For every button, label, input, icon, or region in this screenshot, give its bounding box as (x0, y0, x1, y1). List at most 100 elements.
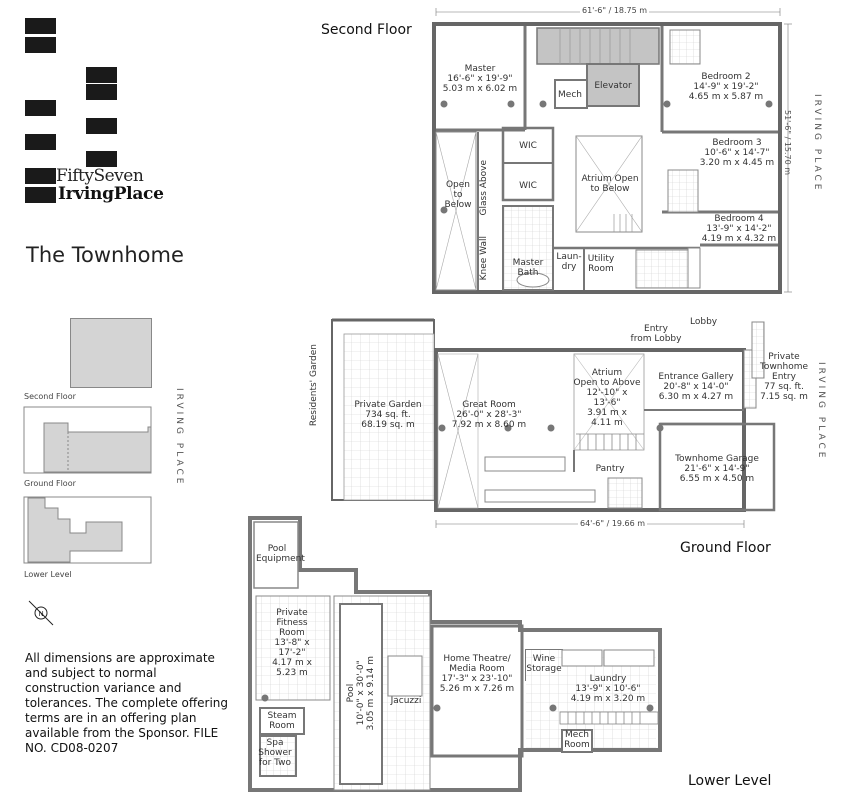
room-great-room: Great Room 26'-0" x 28'-3" 7.92 m x 8.60… (444, 400, 534, 430)
room-line: Townhome (759, 362, 809, 372)
room-size-metric: 7.92 m x 8.60 m (451, 420, 527, 430)
room-line: Below (444, 200, 472, 210)
room-garage: Townhome Garage 21'-6" x 14'-9" 6.55 m x… (662, 454, 772, 484)
room-line: 4.17 m x (272, 658, 312, 668)
logo-block (25, 187, 56, 203)
room-line: 12'-10" x (586, 388, 628, 398)
room-size: 13'-9" x 10'-6" (575, 684, 641, 694)
disclaimer-text: All dimensions are approximate and subje… (25, 651, 228, 755)
label-residents-garden: Residents' Garden (309, 344, 319, 427)
room-line: Spa (266, 738, 284, 748)
second-floor-depth-dim: 51'-6" / 15.70 m (783, 110, 792, 176)
ground-floor-width-dim: 64'-6" / 19.66 m (578, 519, 648, 528)
room-size-metric: 6.55 m x 4.50 m (679, 474, 755, 484)
logo-block (86, 84, 117, 100)
room-line: 13'-8" x (274, 638, 310, 648)
room-line: 17'-2" (278, 648, 306, 658)
keyplan-second-floor (70, 318, 152, 388)
room-line: 13'-6" (593, 398, 621, 408)
room-size: 10'-0" x 30'-0" (356, 660, 366, 726)
room-laundry-2f: Laun- dry (554, 252, 584, 272)
room-size-metric: 4.19 m x 3.20 m (570, 694, 646, 704)
logo-line1: FiftySeven (56, 166, 144, 186)
room-pool-equipment: Pool Equipment (256, 544, 305, 564)
second-floor-street: IRVING PLACE (812, 94, 822, 193)
room-line: 5.26 m x 7.26 m (439, 684, 515, 694)
room-fitness: Private Fitness Room 13'-8" x 17'-2" 4.1… (256, 608, 328, 678)
room-bedroom-3: Bedroom 3 10'-6" x 14'-7" 3.20 m x 4.45 … (696, 138, 778, 168)
label-entry-from-lobby: Entry from Lobby (624, 324, 688, 344)
room-wic-1: WIC (519, 141, 537, 151)
room-wic-2: WIC (519, 181, 537, 191)
logo-block (25, 37, 56, 53)
ground-floor-street: IRVING PLACE (816, 362, 826, 461)
room-size: 21'-6" x 14'-9" (684, 464, 750, 474)
room-size: 26'-0" x 28'-3" (456, 410, 522, 420)
room-mech: Mech (558, 90, 582, 100)
logo-block (86, 151, 117, 167)
logo-block (86, 118, 117, 134)
room-name: Master (464, 64, 496, 74)
label-glass-above: Glass Above (479, 160, 489, 216)
room-pool: Pool 10'-0" x 30'-0" 3.05 m x 9.14 m (346, 608, 376, 778)
room-atrium-open: Atrium Open to Below (578, 174, 642, 194)
room-line: Steam (267, 711, 297, 721)
pool-label: Pool 10'-0" x 30'-0" 3.05 m x 9.14 m (346, 656, 376, 730)
room-line: Entry (772, 372, 796, 382)
label-knee-wall: Knee Wall (479, 236, 489, 281)
north-arrow-icon: N (28, 600, 54, 626)
room-line: Shower (258, 748, 292, 758)
room-line: Pool (267, 544, 287, 554)
room-line: for Two (258, 758, 292, 768)
room-bedroom-2: Bedroom 2 14'-9" x 19'-2" 4.65 m x 5.87 … (674, 72, 778, 102)
room-size-metric: 4.65 m x 5.87 m (688, 92, 764, 102)
room-entrance-gallery: Entrance Gallery 20'-8" x 14'-0" 6.30 m … (646, 372, 746, 402)
room-utility: Utility Room (584, 254, 618, 274)
room-line: 5.23 m (276, 668, 308, 678)
room-line: Wine (532, 654, 556, 664)
room-master-bath: Master Bath (505, 258, 551, 278)
room-line: 4.11 m (591, 418, 623, 428)
room-private-garden: Private Garden 734 sq. ft. 68.19 sq. m (340, 400, 436, 430)
svg-text:N: N (39, 610, 44, 618)
room-laundry-lower: Laundry 13'-9" x 10'-6" 4.19 m x 3.20 m (570, 674, 646, 704)
room-line: Private (768, 352, 800, 362)
room-line: Media Room (449, 664, 505, 674)
room-size-metric: 4.19 m x 4.32 m (701, 234, 777, 244)
room-name: Bedroom 2 (701, 72, 751, 82)
room-line: dry (561, 262, 577, 272)
room-atrium-ground: Atrium Open to Above 12'-10" x 13'-6" 3.… (572, 368, 642, 428)
room-line: Room (279, 628, 305, 638)
label-lobby: Lobby (690, 317, 718, 327)
room-size: 20'-8" x 14'-0" (663, 382, 729, 392)
room-jacuzzi: Jacuzzi (390, 696, 422, 706)
second-floor-title: Second Floor (321, 22, 412, 38)
room-line: Room (564, 740, 590, 750)
room-spa-shower: Spa Shower for Two (252, 738, 298, 768)
room-name: Great Room (462, 400, 516, 410)
room-bedroom-4: Bedroom 4 13'-9" x 14'-2" 4.19 m x 4.32 … (696, 214, 782, 244)
room-home-theatre: Home Theatre/ Media Room 17'-3" x 23'-10… (432, 654, 522, 694)
room-pantry: Pantry (595, 464, 625, 474)
page-title: The Townhome (26, 243, 184, 267)
logo-block (25, 18, 56, 34)
room-name: Laundry (589, 674, 627, 684)
room-size: 14'-9" x 19'-2" (693, 82, 759, 92)
room-name: Pool (346, 683, 356, 703)
room-line: Master (512, 258, 544, 268)
room-private-entry: Private Townhome Entry 77 sq. ft. 7.15 s… (754, 352, 814, 402)
room-line: 7.15 sq. m (760, 392, 808, 402)
room-line: to (453, 190, 463, 200)
room-line: Atrium Open (581, 174, 639, 184)
room-steam: Steam Room (260, 711, 304, 731)
room-size: 10'-6" x 14'-7" (704, 148, 770, 158)
room-line: Room (588, 264, 614, 274)
lower-level-title: Lower Level (688, 773, 772, 789)
room-master: Master 16'-6" x 19'-9" 5.03 m x 6.02 m (438, 64, 522, 94)
room-size-metric: 3.05 m x 9.14 m (366, 655, 376, 731)
room-line: Utility (587, 254, 615, 264)
second-floor-plan (432, 8, 792, 294)
room-line: from Lobby (630, 334, 682, 344)
room-mech-lower: Mech Room (560, 730, 594, 750)
room-line: 3.91 m x (587, 408, 627, 418)
